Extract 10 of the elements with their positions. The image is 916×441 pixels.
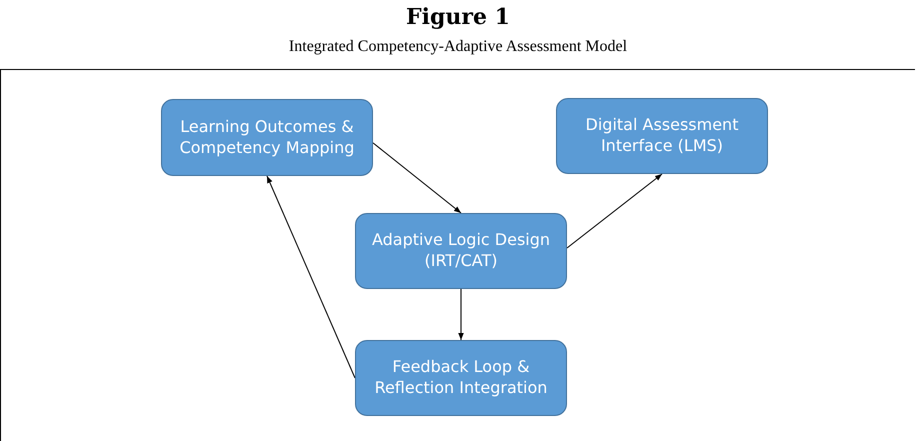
arrow (372, 142, 462, 214)
process-box: Digital Assessment Interface (LMS) (556, 98, 768, 174)
arrow (458, 288, 464, 340)
arrow (566, 174, 662, 248)
process-box: Learning Outcomes & Competency Mapping (161, 99, 373, 176)
figure-title: Figure 1 (405, 4, 511, 30)
process-box: Feedback Loop & Reflection Integration (355, 340, 567, 416)
figure-caption: Integrated Competency-Adaptive Assessment Model (288, 38, 628, 56)
process-box: Adaptive Logic Design (IRT/CAT) (355, 213, 567, 289)
arrow (266, 176, 356, 378)
